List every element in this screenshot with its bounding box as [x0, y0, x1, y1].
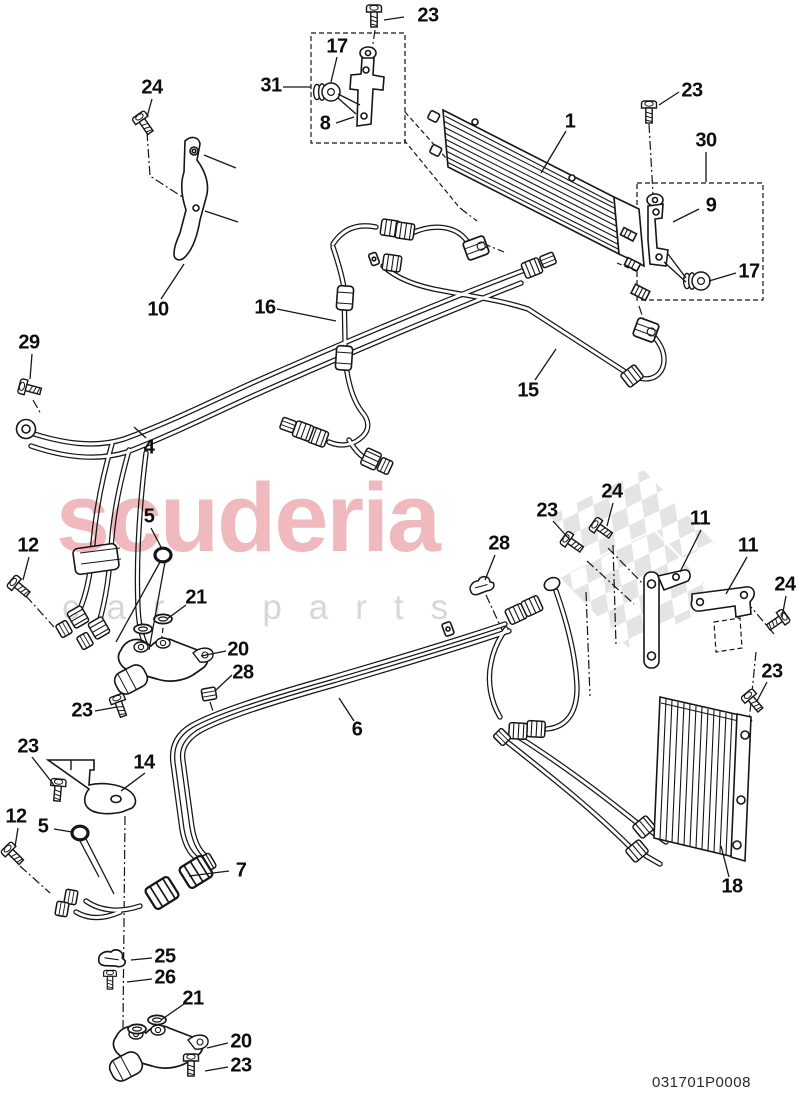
- leader-lines: [14, 16, 787, 1072]
- bracket-20-upper: [110, 637, 214, 699]
- bracket-14: [45, 759, 137, 815]
- drawing-part-number: 031701P0008: [652, 1074, 751, 1091]
- dashed-box-31: [310, 32, 406, 144]
- grommet-17-right: [682, 271, 711, 291]
- bracket-11-plate: [690, 586, 755, 618]
- bracket-10: [173, 136, 239, 261]
- bracket-11-strap: [643, 569, 691, 669]
- bracket-9: [646, 193, 669, 267]
- checkered-flag-logo: [546, 467, 726, 651]
- oil-cooler-1: [427, 108, 651, 302]
- oil-cooler-18: [653, 696, 752, 863]
- pipe-fittings: [15, 218, 661, 918]
- grommet-17-left: [312, 82, 341, 102]
- bracket-8: [349, 46, 385, 127]
